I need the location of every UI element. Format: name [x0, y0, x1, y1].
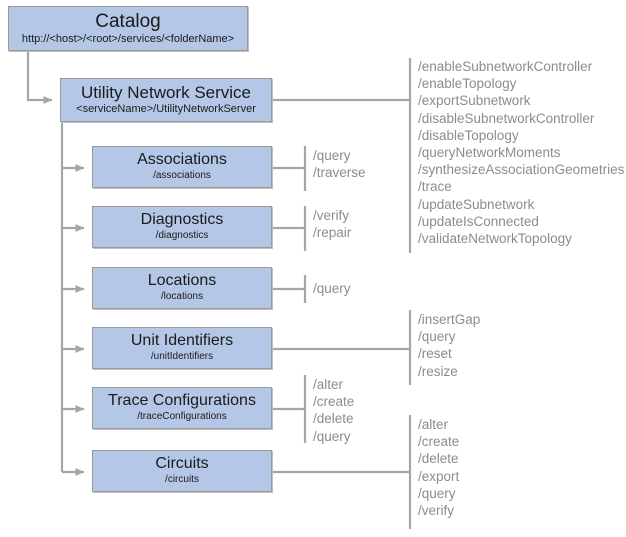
operation-item: /export [418, 468, 460, 484]
node-unit-identifiers-title: Unit Identifiers [130, 332, 234, 350]
node-catalog[interactable]: Catalog http://<host>/<root>/services/<f… [8, 6, 248, 51]
node-utility-network-service-title: Utility Network Service [80, 83, 252, 103]
node-circuits[interactable]: Circuits /circuits [92, 450, 272, 492]
operation-item: /enableTopology [418, 76, 517, 92]
node-diagnostics-path: /diagnostics [155, 230, 209, 242]
node-locations-path: /locations [160, 291, 204, 303]
node-associations-title: Associations [137, 151, 227, 169]
node-catalog-path: http://<host>/<root>/services/<folderNam… [21, 32, 235, 45]
operations-list-circuits: /alter/create/delete/export/query/verify [418, 416, 459, 519]
node-diagnostics[interactable]: Diagnostics /diagnostics [92, 206, 272, 248]
node-utility-network-service[interactable]: Utility Network Service <serviceName>/Ut… [60, 78, 272, 122]
operation-item: /resize [418, 363, 458, 379]
operations-list-trace-configurations: /alter/create/delete/query [313, 376, 354, 445]
node-diagnostics-title: Diagnostics [140, 211, 224, 229]
node-associations-path: /associations [153, 170, 211, 182]
operation-item: /alter [418, 417, 449, 432]
node-locations-title: Locations [147, 272, 217, 290]
operation-item: /reset [418, 346, 452, 362]
operations-list-service: /enableSubnetworkController/enableTopolo… [418, 58, 624, 247]
operation-item: /verify [313, 208, 350, 223]
operation-item: /exportSubnetwork [418, 93, 531, 109]
operation-item: /create [313, 394, 355, 410]
node-catalog-title: Catalog [95, 10, 161, 32]
operation-item: /query [418, 485, 456, 501]
node-utility-network-service-path: <serviceName>/UtilityNetworkServer [76, 103, 256, 116]
node-trace-configurations-title: Trace Configurations [108, 392, 256, 410]
operation-item: /disableTopology [418, 127, 519, 143]
operation-item: /alter [313, 377, 344, 392]
operation-item: /delete [418, 451, 459, 467]
operation-item: /enableSubnetworkController [418, 59, 593, 74]
operation-item: /query [313, 148, 351, 163]
operations-list-diagnostics: /verify/repair [313, 207, 351, 241]
operation-item: /repair [313, 225, 352, 241]
operation-item: /disableSubnetworkController [418, 110, 595, 126]
node-associations[interactable]: Associations /associations [92, 146, 272, 188]
operation-item: /create [418, 434, 460, 450]
operations-list-associations: /query/traverse [313, 147, 366, 181]
operation-item: /insertGap [418, 312, 481, 327]
operations-list-unit-identifiers: /insertGap/query/reset/resize [418, 311, 480, 380]
operation-item: /trace [418, 179, 452, 195]
operation-item: /synthesizeAssociationGeometries [418, 162, 625, 178]
operations-list-locations: /query [313, 280, 351, 297]
node-trace-configurations-path: /traceConfigurations [137, 411, 227, 423]
node-circuits-path: /circuits [165, 474, 199, 486]
operation-item: /delete [313, 411, 354, 427]
operation-item: /traverse [313, 165, 366, 181]
operation-item: /updateSubnetwork [418, 196, 535, 212]
operation-item: /updateIsConnected [418, 213, 539, 229]
operation-item: /query [313, 428, 351, 444]
operation-item: /query [313, 281, 351, 296]
node-trace-configurations[interactable]: Trace Configurations /traceConfiguration… [92, 387, 272, 429]
operation-item: /query [418, 329, 456, 345]
operation-item: /validateNetworkTopology [418, 231, 572, 247]
operation-item: /verify [418, 503, 455, 519]
operation-item: /queryNetworkMoments [418, 145, 561, 161]
node-unit-identifiers-path: /unitIdentifiers [150, 351, 214, 363]
node-locations[interactable]: Locations /locations [92, 267, 272, 309]
node-circuits-title: Circuits [155, 455, 209, 473]
node-unit-identifiers[interactable]: Unit Identifiers /unitIdentifiers [92, 327, 272, 369]
